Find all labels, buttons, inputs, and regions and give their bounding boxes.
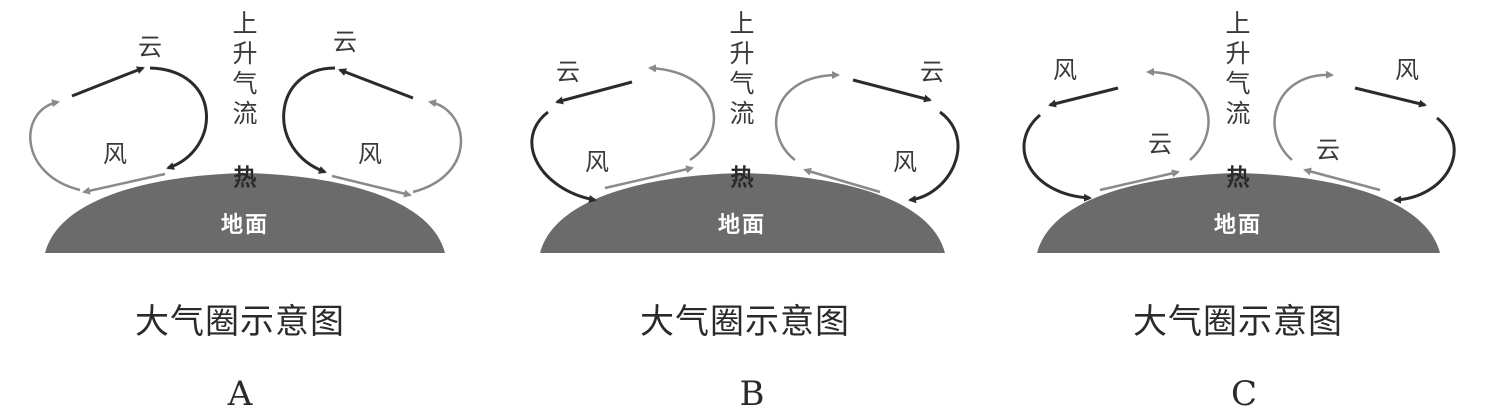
svg-text:气: 气 (1225, 69, 1250, 98)
lower-right-label: 云 (1316, 136, 1340, 164)
upper-right-label: 云 (333, 28, 357, 56)
upper-left-label: 云 (138, 33, 162, 61)
svg-text:流: 流 (729, 99, 754, 128)
option-letter: A (227, 374, 253, 414)
ground-label: 地面 (221, 213, 269, 238)
ground-label: 地面 (718, 213, 766, 238)
lower-left-label: 风 (585, 148, 609, 176)
panel-c: 地面 热 上 升 气 流 风 风 云 云 大气圈示意图 C (1024, 9, 1454, 414)
arrow-gray-curve (30, 102, 80, 190)
upper-right-label: 云 (920, 58, 944, 86)
svg-text:流: 流 (1225, 99, 1250, 128)
lower-left-label: 风 (103, 140, 127, 168)
arrow-dark-curve (910, 112, 958, 200)
lower-left-label: 云 (1148, 130, 1172, 158)
arrow-dark-up (340, 70, 413, 98)
panel-b: 地面 热 上 升 气 流 云 云 风 风 大气圈示意图 B (532, 9, 958, 414)
svg-text:升: 升 (1225, 39, 1250, 68)
rising-air-label: 上 升 气 流 (729, 9, 754, 128)
svg-text:升: 升 (729, 39, 754, 68)
heat-label: 热 (731, 165, 754, 191)
upper-left-label: 云 (556, 58, 580, 86)
svg-text:升: 升 (232, 39, 257, 68)
arrow-gray-curve (413, 102, 461, 192)
rising-air-label: 上 升 气 流 (1225, 9, 1250, 128)
arrow-dark-up (853, 80, 930, 100)
panel-caption: 大气圈示意图 (135, 302, 345, 342)
svg-text:气: 气 (729, 69, 754, 98)
panel-caption: 大气圈示意图 (1133, 302, 1343, 342)
svg-text:上: 上 (232, 9, 257, 38)
arrow-dark-curve (1024, 115, 1090, 198)
svg-text:气: 气 (232, 69, 257, 98)
lower-right-label: 风 (358, 140, 382, 168)
heat-label: 热 (1227, 165, 1250, 191)
panel-caption: 大气圈示意图 (640, 302, 850, 342)
lower-right-label: 风 (893, 148, 917, 176)
arrow-gray-curve (776, 75, 838, 160)
heat-label: 热 (234, 165, 257, 191)
arrow-dark-up (1355, 88, 1425, 105)
arrow-dark-curve (1395, 118, 1454, 200)
ground-label: 地面 (1214, 213, 1262, 238)
svg-text:上: 上 (1225, 9, 1250, 38)
upper-right-label: 风 (1395, 56, 1419, 84)
svg-text:流: 流 (232, 99, 257, 128)
arrow-dark-up (72, 68, 143, 96)
option-letter: C (1231, 374, 1257, 414)
panel-a: 地面 热 上 升 气 流 云 云 风 风 大气圈示意图 A (30, 9, 461, 414)
arrow-gray-curve (650, 68, 714, 160)
arrow-dark-up (1050, 88, 1118, 105)
upper-left-label: 风 (1053, 56, 1077, 84)
rising-air-label: 上 升 气 流 (232, 9, 257, 128)
option-letter: B (740, 374, 765, 414)
arrow-dark-curve (284, 68, 335, 172)
svg-text:上: 上 (729, 9, 754, 38)
arrow-dark-curve (150, 68, 206, 168)
